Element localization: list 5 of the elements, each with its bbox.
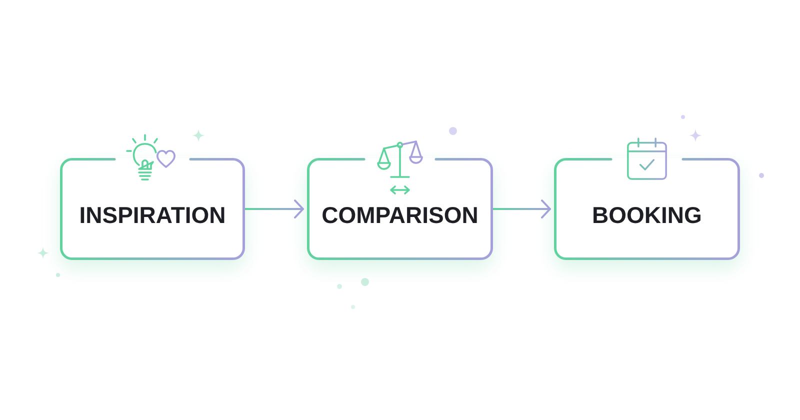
arrow [492, 200, 551, 218]
step-label: INSPIRATION [79, 202, 226, 228]
arrow [244, 200, 304, 218]
step-label: COMPARISON [322, 202, 478, 228]
step-label: BOOKING [592, 202, 702, 228]
